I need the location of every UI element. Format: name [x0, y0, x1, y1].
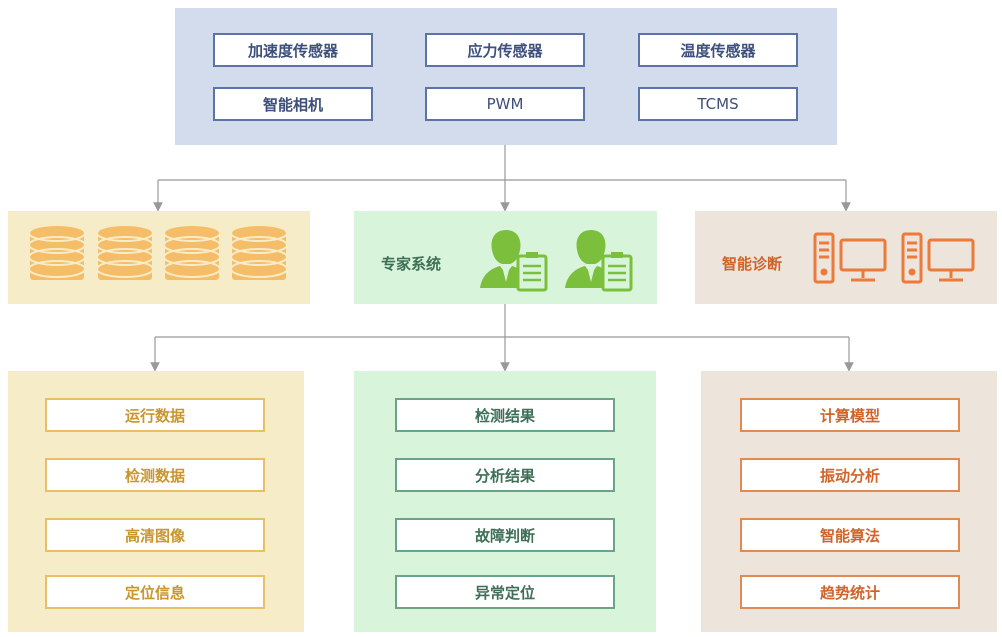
sensor-temperature: 温度传感器 [638, 33, 798, 67]
item-smart-algorithm: 智能算法 [740, 518, 960, 552]
item-inspection-data: 检测数据 [45, 458, 265, 492]
expert-with-clipboard-icon [565, 230, 633, 292]
database-icon [96, 224, 154, 282]
item-vibration-analysis: 振动分析 [740, 458, 960, 492]
smart-diagnosis-panel [695, 211, 997, 304]
sensor-panel [175, 8, 837, 145]
item-fault-judgment: 故障判断 [395, 518, 615, 552]
sensor-accelerometer: 加速度传感器 [213, 33, 373, 67]
expert-system-label: 专家系统 [381, 255, 442, 273]
item-hd-image: 高清图像 [45, 518, 265, 552]
item-inspection-result: 检测结果 [395, 398, 615, 432]
item-anomaly-location: 异常定位 [395, 575, 615, 609]
computer-workstation-icon [901, 232, 975, 284]
item-analysis-result: 分析结果 [395, 458, 615, 492]
sensor-pwm: PWM [425, 87, 585, 121]
sensor-tcms: TCMS [638, 87, 798, 121]
item-location-info: 定位信息 [45, 575, 265, 609]
item-calculation-model: 计算模型 [740, 398, 960, 432]
computer-workstation-icon [813, 232, 887, 284]
database-icon [28, 224, 86, 282]
sensor-stress: 应力传感器 [425, 33, 585, 67]
database-icon [163, 224, 221, 282]
item-operation-data: 运行数据 [45, 398, 265, 432]
expert-with-clipboard-icon [480, 230, 548, 292]
database-icon [230, 224, 288, 282]
sensor-smart-camera: 智能相机 [213, 87, 373, 121]
smart-diagnosis-label: 智能诊断 [722, 255, 783, 273]
item-trend-statistics: 趋势统计 [740, 575, 960, 609]
